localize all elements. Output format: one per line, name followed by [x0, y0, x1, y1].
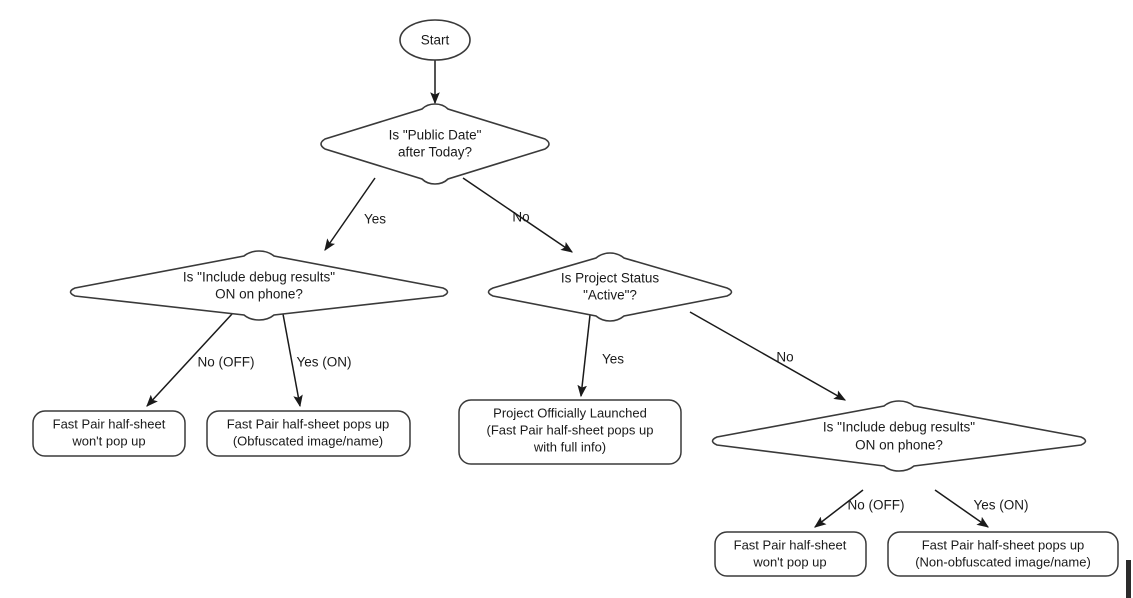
launched-line2: (Fast Pair half-sheet pops up: [487, 422, 654, 437]
edge-label-public-date-no: No: [512, 210, 529, 225]
edge-project-status-no: [689, 311, 847, 401]
edge-label-public-date-yes: Yes: [364, 212, 386, 227]
debug-left-diamond: [69, 250, 449, 321]
nonobfuscated-line2: (Non-obfuscated image/name): [915, 554, 1091, 569]
debug-right-label-line1: Is "Include debug results": [823, 420, 975, 435]
edge-public-date-no: [462, 177, 573, 253]
no-popup-right-line2: won't pop up: [752, 554, 826, 569]
launched-box: [458, 399, 682, 465]
edge-debug-right-yes: [934, 489, 989, 528]
debug-left-label-line1: Is "Include debug results": [183, 270, 335, 285]
edge-label-debug-left-no: No (OFF): [198, 355, 255, 370]
edge-label-debug-left-yes: Yes (ON): [296, 355, 351, 370]
edge-scan-artifact: [1126, 560, 1131, 598]
node-decision-public-date[interactable]: Is "Public Date" after Today?: [320, 103, 550, 185]
edge-label-debug-right-yes: Yes (ON): [973, 498, 1028, 513]
debug-right-diamond: [711, 400, 1087, 472]
edge-debug-right-no: [814, 489, 864, 528]
debug-left-label-line2: ON on phone?: [215, 287, 303, 302]
node-decision-debug-left[interactable]: Is "Include debug results" ON on phone?: [69, 250, 449, 321]
obfuscated-line2: (Obfuscated image/name): [233, 433, 383, 448]
start-ellipse: [399, 19, 471, 61]
node-result-obfuscated[interactable]: Fast Pair half-sheet pops up (Obfuscated…: [206, 410, 411, 457]
node-result-launched[interactable]: Project Officially Launched (Fast Pair h…: [458, 399, 682, 465]
project-status-label-line1: Is Project Status: [561, 271, 660, 286]
node-decision-project-status[interactable]: Is Project Status "Active"?: [487, 252, 733, 322]
no-popup-left-line2: won't pop up: [71, 433, 145, 448]
obfuscated-box: [206, 410, 411, 457]
node-decision-debug-right[interactable]: Is "Include debug results" ON on phone?: [711, 400, 1087, 472]
nonobfuscated-box: [887, 531, 1119, 577]
nonobfuscated-line1: Fast Pair half-sheet pops up: [922, 537, 1085, 552]
edge-project-status-yes: [577, 314, 591, 398]
project-status-label-line2: "Active"?: [583, 288, 637, 303]
public-date-label-line1: Is "Public Date": [389, 128, 482, 143]
node-start[interactable]: Start: [399, 19, 471, 61]
edge-label-project-status-no: No: [776, 350, 793, 365]
node-result-no-popup-right[interactable]: Fast Pair half-sheet won't pop up: [714, 531, 867, 577]
edge-label-project-status-yes: Yes: [602, 352, 624, 367]
edge-label-debug-right-no: No (OFF): [848, 498, 905, 513]
no-popup-right-line1: Fast Pair half-sheet: [734, 537, 847, 552]
project-status-diamond: [487, 252, 733, 322]
edge-labels-layer: Yes No No (OFF) Yes (ON) Yes No No (OFF)…: [198, 210, 1029, 513]
debug-right-label-line2: ON on phone?: [855, 438, 943, 453]
public-date-diamond: [320, 103, 550, 185]
edge-debug-left-no: [146, 313, 233, 407]
obfuscated-line1: Fast Pair half-sheet pops up: [227, 416, 390, 431]
launched-line3: with full info): [533, 439, 606, 454]
node-result-no-popup-left[interactable]: Fast Pair half-sheet won't pop up: [32, 410, 186, 457]
edge-public-date-yes: [324, 177, 376, 251]
public-date-label-line2: after Today?: [398, 145, 472, 160]
start-label: Start: [421, 33, 450, 48]
edges-layer: [146, 60, 989, 528]
edge-debug-left-yes: [282, 313, 303, 408]
no-popup-right-box: [714, 531, 867, 577]
no-popup-left-box: [32, 410, 186, 457]
launched-line1: Project Officially Launched: [493, 405, 647, 420]
node-result-nonobfuscated[interactable]: Fast Pair half-sheet pops up (Non-obfusc…: [887, 531, 1119, 577]
no-popup-left-line1: Fast Pair half-sheet: [53, 416, 166, 431]
